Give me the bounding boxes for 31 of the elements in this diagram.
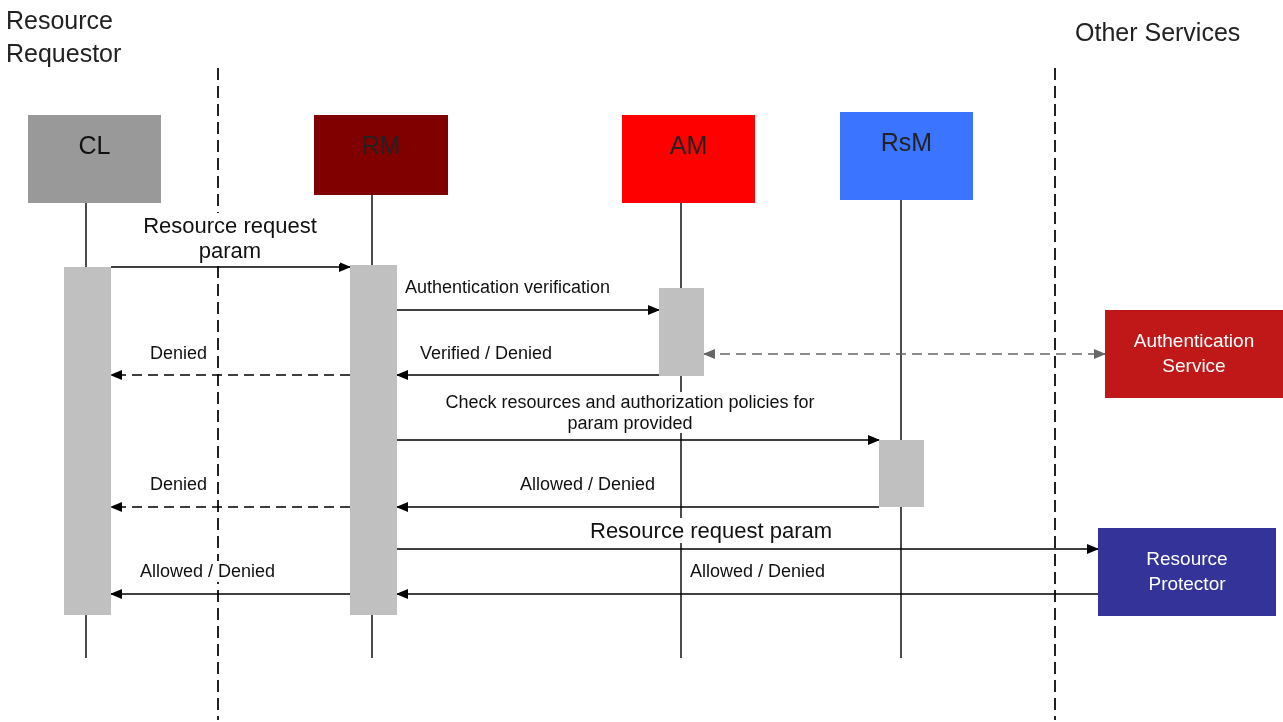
activation-bar (350, 265, 397, 615)
participant-box (622, 115, 755, 203)
arrow (110, 589, 351, 599)
activation-bar (64, 267, 111, 615)
service-box (1098, 528, 1276, 616)
activation-bar (879, 440, 924, 507)
participant-box (840, 112, 973, 200)
participant-name: RM (360, 130, 402, 161)
group-title: Resource Requestor (6, 5, 123, 69)
group-title: Other Services (1075, 17, 1241, 48)
activation-bar (659, 288, 704, 376)
participant-name: Resource Protector (1145, 547, 1229, 596)
arrow (396, 544, 1099, 554)
arrow (703, 349, 1106, 359)
arrow (396, 589, 1099, 599)
arrow (110, 502, 351, 512)
participant-name: RsM (879, 127, 934, 158)
arrow (110, 370, 351, 380)
arrow (396, 305, 660, 315)
edge-label: Allowed / Denied (140, 561, 276, 582)
arrow (396, 502, 880, 512)
participant-name: AM (668, 130, 709, 161)
service-box (1105, 310, 1283, 398)
participant-box (314, 115, 448, 195)
edge-label: Resource request param (590, 518, 833, 544)
participant-name: CL (77, 130, 112, 161)
arrow (396, 370, 660, 380)
arrow (396, 435, 880, 445)
arrow (110, 262, 351, 272)
participant-name: Authentication Service (1132, 329, 1256, 378)
participant-box (28, 115, 161, 203)
